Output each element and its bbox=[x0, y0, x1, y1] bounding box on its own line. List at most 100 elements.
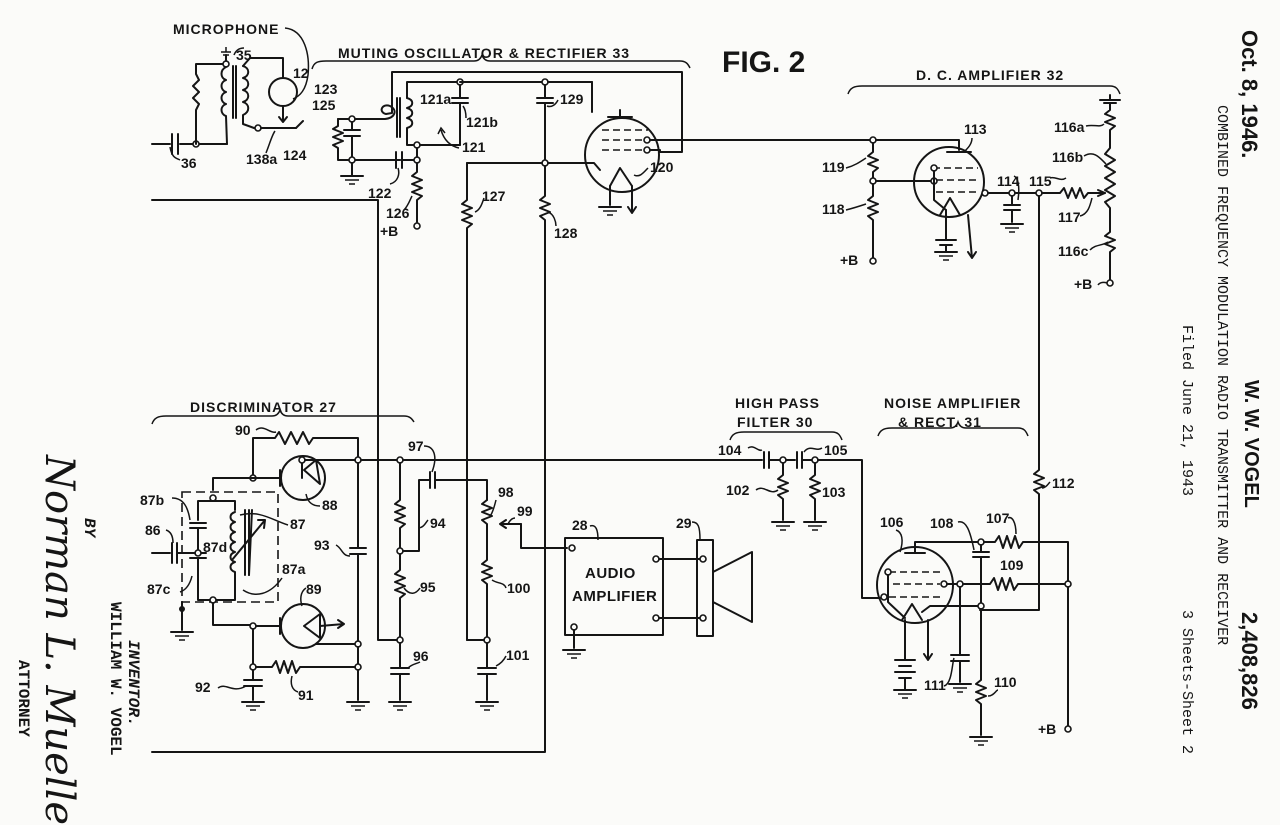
svg-text:121: 121 bbox=[462, 139, 486, 155]
noise-amplifier-rectifier-31: NOISE AMPLIFIER & RECT. 31 106 111 bbox=[876, 395, 1072, 746]
section-label-discriminator: DISCRIMINATOR 27 bbox=[190, 399, 337, 415]
svg-text:+B: +B bbox=[380, 223, 398, 239]
svg-text:114: 114 bbox=[997, 173, 1020, 189]
deemphasis-volume-network: 97 94 95 96 98 99 100 101 bbox=[388, 438, 568, 711]
svg-text:95: 95 bbox=[420, 579, 436, 595]
patent-sheets: 3 Sheets-Sheet 2 bbox=[1178, 610, 1195, 755]
attorney-signature: Norman L. Muelle bbox=[36, 455, 82, 825]
by-label: BY bbox=[80, 518, 98, 538]
tuned-circuit-box bbox=[181, 491, 279, 603]
section-label-hpf-1: HIGH PASS bbox=[735, 395, 820, 411]
svg-text:122: 122 bbox=[368, 185, 392, 201]
patent-filed-date: Filed June 21, 1943 bbox=[1178, 325, 1195, 497]
svg-text:94: 94 bbox=[430, 515, 446, 531]
schematic-fig-2: FIG. 2 MICROPHONE 36 35 12 138a MUTING O… bbox=[140, 21, 1121, 753]
inventor-name: WILLIAM W. VOGEL bbox=[106, 602, 124, 756]
dc-amplifier-32: D. C. AMPLIFIER 32 119 118 +B 113 bbox=[822, 67, 1121, 611]
audio-amplifier-box bbox=[564, 537, 664, 636]
svg-text:120: 120 bbox=[650, 159, 674, 175]
svg-text:91: 91 bbox=[298, 687, 314, 703]
svg-text:AMPLIFIER: AMPLIFIER bbox=[572, 588, 657, 605]
svg-text:89: 89 bbox=[306, 581, 322, 597]
section-label-noise-1: NOISE AMPLIFIER bbox=[884, 395, 1021, 411]
section-brace bbox=[729, 431, 843, 441]
svg-text:115: 115 bbox=[1029, 173, 1052, 189]
svg-text:117: 117 bbox=[1058, 209, 1081, 225]
svg-text:110: 110 bbox=[994, 674, 1017, 690]
section-brace bbox=[877, 419, 1029, 437]
speaker-terminal-block bbox=[696, 539, 714, 637]
svg-text:87: 87 bbox=[290, 516, 306, 532]
microphone-icon bbox=[268, 77, 298, 107]
section-brace bbox=[847, 85, 1121, 95]
inventor-caption: INVENTOR. bbox=[124, 640, 142, 727]
audio-amplifier-28: AUDIO AMPLIFIER 28 29 bbox=[562, 515, 753, 659]
svg-text:108: 108 bbox=[930, 515, 954, 531]
svg-text:86: 86 bbox=[145, 522, 161, 538]
svg-text:116b: 116b bbox=[1052, 149, 1083, 165]
svg-text:92: 92 bbox=[195, 679, 211, 695]
svg-text:128: 128 bbox=[554, 225, 578, 241]
section-label-dc-amp: D. C. AMPLIFIER 32 bbox=[916, 67, 1064, 83]
speaker-icon bbox=[712, 551, 753, 623]
vacuum-tube-120-icon bbox=[584, 117, 660, 193]
svg-text:97: 97 bbox=[408, 438, 424, 454]
svg-text:106: 106 bbox=[880, 514, 904, 530]
svg-text:93: 93 bbox=[314, 537, 330, 553]
svg-text:126: 126 bbox=[386, 205, 410, 221]
svg-text:87c: 87c bbox=[147, 581, 171, 597]
ground-icon bbox=[221, 47, 231, 56]
svg-text:127: 127 bbox=[482, 188, 506, 204]
svg-text:35: 35 bbox=[236, 47, 252, 63]
svg-text:98: 98 bbox=[498, 484, 514, 500]
section-brace bbox=[151, 407, 415, 425]
vacuum-tube-113-icon bbox=[913, 146, 985, 218]
svg-text:+B: +B bbox=[840, 252, 858, 268]
svg-text:87d: 87d bbox=[203, 539, 227, 555]
svg-text:111: 111 bbox=[924, 677, 946, 693]
svg-text:123: 123 bbox=[314, 81, 338, 97]
microphone-input-circuit: MICROPHONE 36 35 12 138a bbox=[151, 21, 310, 171]
svg-text:100: 100 bbox=[507, 580, 531, 596]
svg-text:125: 125 bbox=[312, 97, 336, 113]
svg-text:138a: 138a bbox=[246, 151, 277, 167]
svg-text:+B: +B bbox=[1074, 276, 1092, 292]
high-pass-filter-30: HIGH PASS FILTER 30 104 105 102 103 bbox=[718, 395, 881, 599]
patent-number: 2,408,826 bbox=[1237, 612, 1262, 710]
svg-text:121b: 121b bbox=[466, 114, 498, 130]
discriminator-27: DISCRIMINATOR 27 90 88 87b 86 87d 8 bbox=[140, 399, 736, 711]
svg-text:88: 88 bbox=[322, 497, 338, 513]
section-label-muting: MUTING OSCILLATOR & RECTIFIER 33 bbox=[338, 45, 630, 61]
svg-text:29: 29 bbox=[676, 515, 692, 531]
svg-text:+B: +B bbox=[1038, 721, 1056, 737]
svg-text:99: 99 bbox=[517, 503, 533, 519]
wire bbox=[151, 199, 401, 641]
svg-text:112: 112 bbox=[1052, 475, 1075, 491]
svg-text:104: 104 bbox=[718, 442, 742, 458]
svg-text:109: 109 bbox=[1000, 557, 1024, 573]
svg-text:121a: 121a bbox=[420, 91, 451, 107]
svg-text:90: 90 bbox=[235, 422, 251, 438]
section-brace bbox=[311, 52, 691, 70]
svg-text:116c: 116c bbox=[1058, 243, 1089, 259]
svg-text:87a: 87a bbox=[282, 561, 306, 577]
svg-text:12: 12 bbox=[293, 65, 309, 81]
svg-text:116a: 116a bbox=[1054, 119, 1085, 135]
svg-text:113: 113 bbox=[964, 121, 987, 137]
figure-label: FIG. 2 bbox=[722, 46, 805, 79]
svg-text:105: 105 bbox=[824, 442, 848, 458]
svg-text:119: 119 bbox=[822, 159, 845, 175]
svg-text:118: 118 bbox=[822, 201, 845, 217]
svg-text:101: 101 bbox=[506, 647, 530, 663]
diode-88-icon bbox=[280, 455, 326, 501]
patent-inventor: W. W. VOGEL bbox=[1240, 380, 1262, 508]
svg-text:87b: 87b bbox=[140, 492, 164, 508]
svg-text:AUDIO: AUDIO bbox=[585, 565, 636, 582]
microphone-label: MICROPHONE bbox=[173, 21, 279, 37]
attorney-label: ATTORNEY bbox=[14, 660, 32, 737]
svg-text:36: 36 bbox=[181, 155, 197, 171]
patent-date: Oct. 8, 1946. bbox=[1237, 30, 1262, 159]
svg-text:124: 124 bbox=[283, 147, 307, 163]
svg-text:103: 103 bbox=[822, 484, 846, 500]
svg-text:107: 107 bbox=[986, 510, 1010, 526]
